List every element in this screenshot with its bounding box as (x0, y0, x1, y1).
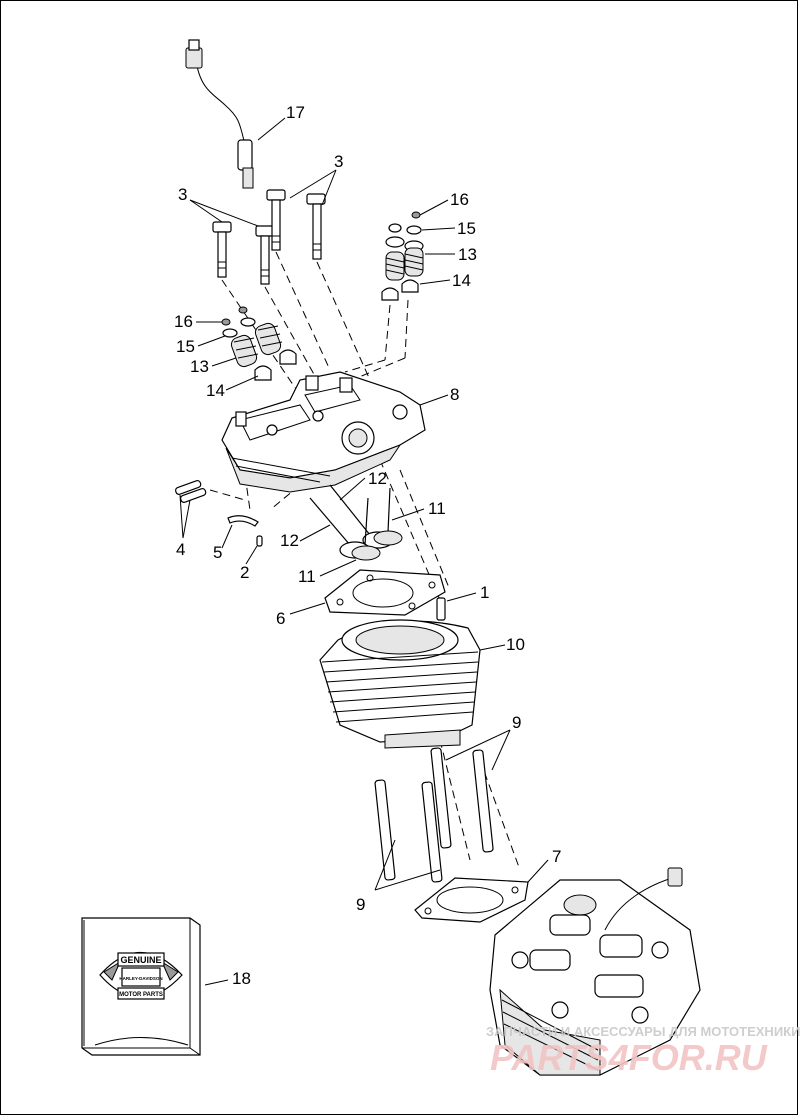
callout-1: 1 (480, 583, 489, 602)
watermark: ЗАПЧАСТИ И АКСЕССУАРЫ ДЛЯ МОТОТЕХНИКИ PA… (486, 1024, 800, 1078)
assembly-lines (209, 251, 521, 871)
leader-lines (179, 117, 549, 986)
callout-11-lower: 11 (298, 567, 316, 586)
valve-springs-right (381, 211, 424, 301)
callout-14-left: 14 (206, 381, 225, 400)
part-10-cylinder (319, 619, 481, 749)
part-2-pin (256, 535, 263, 547)
callout-11-upper: 11 (428, 499, 446, 518)
callout-6: 6 (276, 609, 285, 628)
callout-4: 4 (176, 540, 185, 559)
callout-3-left: 3 (178, 185, 187, 204)
callout-16-left: 16 (174, 312, 193, 331)
part-1-dowel (436, 597, 446, 621)
assembled-engine (489, 867, 701, 1076)
callout-15-right: 15 (457, 219, 476, 238)
callout-3-right: 3 (334, 152, 343, 171)
part-3-head-bolts (212, 189, 326, 285)
callout-7: 7 (552, 847, 561, 866)
logo-bottom-text: MOTOR PARTS (119, 992, 163, 998)
callout-12-lower: 12 (280, 531, 299, 550)
logo-middle-text: HARLEY-DAVIDSON (119, 976, 162, 981)
callout-14-right: 14 (452, 271, 471, 290)
part-7-base-gasket (414, 877, 529, 923)
callout-10: 10 (506, 635, 525, 654)
part-6-head-gasket (324, 569, 446, 616)
callout-18: 18 (232, 969, 251, 988)
callout-12-upper: 12 (368, 469, 387, 488)
callout-15-left: 15 (176, 337, 195, 356)
callout-8: 8 (450, 385, 459, 404)
logo-top-text: GENUINE (120, 955, 161, 965)
callout-13-right: 13 (458, 245, 477, 264)
part-9-studs (374, 747, 494, 883)
part-5-clip (227, 515, 259, 527)
callout-labels: 17 3 3 16 15 13 14 16 15 13 14 8 12 11 1… (174, 103, 561, 988)
watermark-line1: ЗАПЧАСТИ И АКСЕССУАРЫ ДЛЯ МОТОТЕХНИКИ (486, 1024, 800, 1039)
callout-17: 17 (286, 103, 305, 122)
valve-springs-left (221, 306, 297, 381)
callout-5: 5 (213, 543, 222, 562)
callout-2: 2 (240, 563, 249, 582)
callout-16-right: 16 (450, 190, 469, 209)
callout-9-lower: 9 (356, 895, 365, 914)
callout-9-upper: 9 (512, 713, 521, 732)
part-18-parts-box: GENUINE HARLEY-DAVIDSON MOTOR PARTS (81, 917, 201, 1056)
callout-13-left: 13 (190, 357, 209, 376)
part-12-11-valves (309, 484, 403, 561)
watermark-line2: PARTS4FOR.RU (490, 1037, 768, 1078)
part-17-sensor (185, 39, 254, 189)
part-8-cylinder-head (221, 371, 426, 493)
genuine-parts-logo: GENUINE HARLEY-DAVIDSON MOTOR PARTS (99, 952, 183, 1000)
part-4-dowels (175, 479, 207, 503)
